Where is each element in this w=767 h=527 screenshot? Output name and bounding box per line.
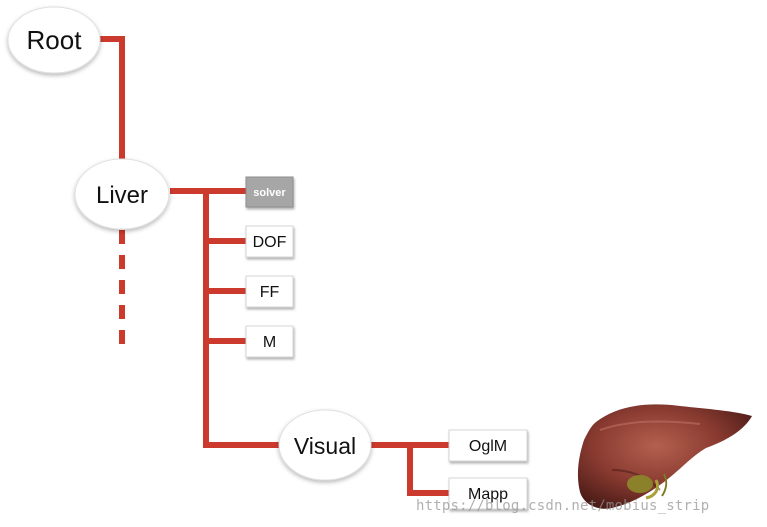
connector-visual-mapp xyxy=(407,445,449,496)
node-oglm: OglM xyxy=(448,429,528,462)
node-m-label: M xyxy=(263,334,276,351)
node-visual-label: Visual xyxy=(294,433,356,459)
node-visual: Visual xyxy=(278,409,372,481)
connector-root-liver xyxy=(100,36,125,168)
liver-illustration xyxy=(577,404,752,509)
node-oglm-label: OglM xyxy=(469,438,507,455)
node-solver-label: solver xyxy=(253,187,286,199)
node-ff-label: FF xyxy=(260,284,280,301)
node-mapp-label: Mapp xyxy=(468,486,508,503)
connector-liver-trunk xyxy=(203,191,285,448)
node-dof-label: DOF xyxy=(253,234,287,251)
node-liver-label: Liver xyxy=(96,182,148,209)
node-m: M xyxy=(245,325,294,358)
watermark-text: https://blog.csdn.net/mobius_strip xyxy=(416,498,710,514)
node-mapp: Mapp xyxy=(448,477,528,510)
node-root: Root xyxy=(7,6,101,74)
node-ff: FF xyxy=(245,275,294,308)
node-liver: Liver xyxy=(74,158,170,230)
node-dof: DOF xyxy=(245,225,294,258)
connectors xyxy=(100,36,449,496)
node-root-label: Root xyxy=(27,25,83,55)
node-solver: solver xyxy=(245,176,294,208)
